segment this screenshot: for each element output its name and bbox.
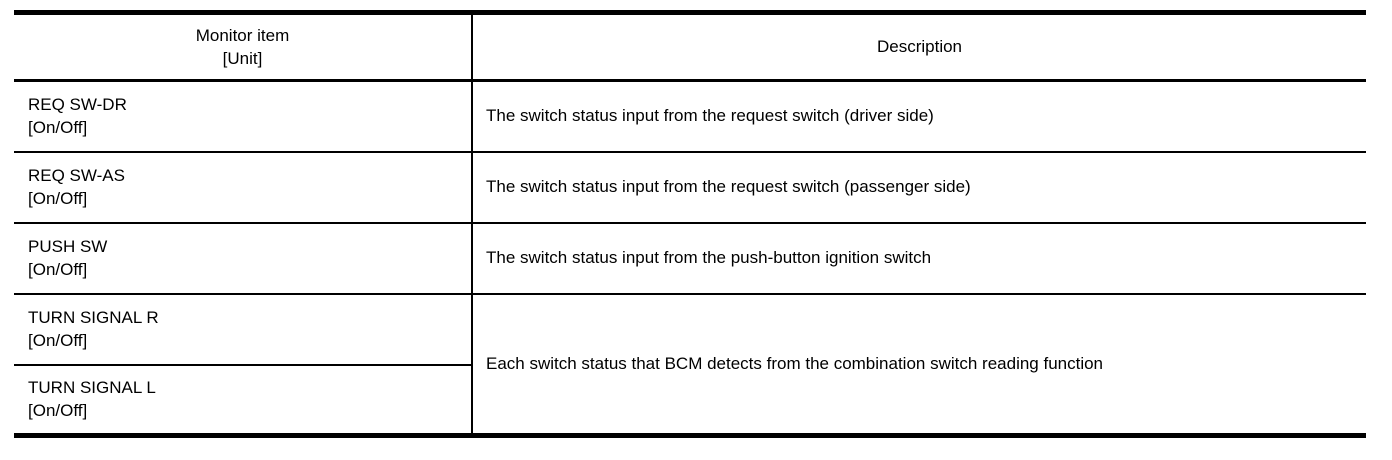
monitor-items-table: Monitor item [Unit] Description REQ SW-D… [14, 10, 1366, 438]
description-cell: The switch status input from the request… [472, 80, 1366, 153]
table-row-req-sw-as: REQ SW-AS [On/Off] The switch status inp… [14, 151, 1366, 224]
monitor-item-name: PUSH SW [28, 237, 108, 256]
monitor-item-cell: TURN SIGNAL R [On/Off] [14, 293, 473, 366]
monitor-item-name: TURN SIGNAL L [28, 378, 156, 398]
description-cell-merged: Each switch status that BCM detects from… [472, 293, 1366, 437]
monitor-item-unit: [On/Off] [28, 189, 88, 208]
monitor-item-name: REQ SW-AS [28, 166, 125, 185]
table-row-req-sw-dr: REQ SW-DR [On/Off] The switch status inp… [14, 80, 1366, 153]
monitor-item-unit: [On/Off] [28, 260, 88, 279]
description-cell: The switch status input from the request… [472, 151, 1366, 224]
header-description: Description [472, 12, 1366, 82]
header-monitor-item-line1: Monitor item [195, 26, 290, 45]
monitor-item-unit: [On/Off] [28, 331, 88, 350]
monitor-item-cell: REQ SW-AS [On/Off] [14, 151, 473, 224]
header-monitor-item: Monitor item [Unit] [14, 12, 473, 82]
monitor-item-cell: PUSH SW [On/Off] [14, 222, 473, 295]
monitor-item-cell: TURN SIGNAL L [On/Off] [14, 364, 473, 437]
monitor-item-name: REQ SW-DR [28, 95, 127, 115]
monitor-item-unit: [On/Off] [28, 401, 88, 421]
monitor-item-cell: REQ SW-DR [On/Off] [14, 80, 473, 153]
table-row-push-sw: PUSH SW [On/Off] The switch status input… [14, 222, 1366, 295]
monitor-item-unit: [On/Off] [28, 118, 88, 138]
header-row: Monitor item [Unit] Description [14, 12, 1366, 82]
description-cell: The switch status input from the push-bu… [472, 222, 1366, 295]
monitor-item-name: TURN SIGNAL R [28, 308, 159, 327]
table-row-turn-signal-r: TURN SIGNAL R [On/Off] Each switch statu… [14, 293, 1366, 437]
header-monitor-item-line2: [Unit] [222, 49, 263, 68]
table-row-turn-signal-l: TURN SIGNAL L [On/Off] [14, 364, 1366, 437]
